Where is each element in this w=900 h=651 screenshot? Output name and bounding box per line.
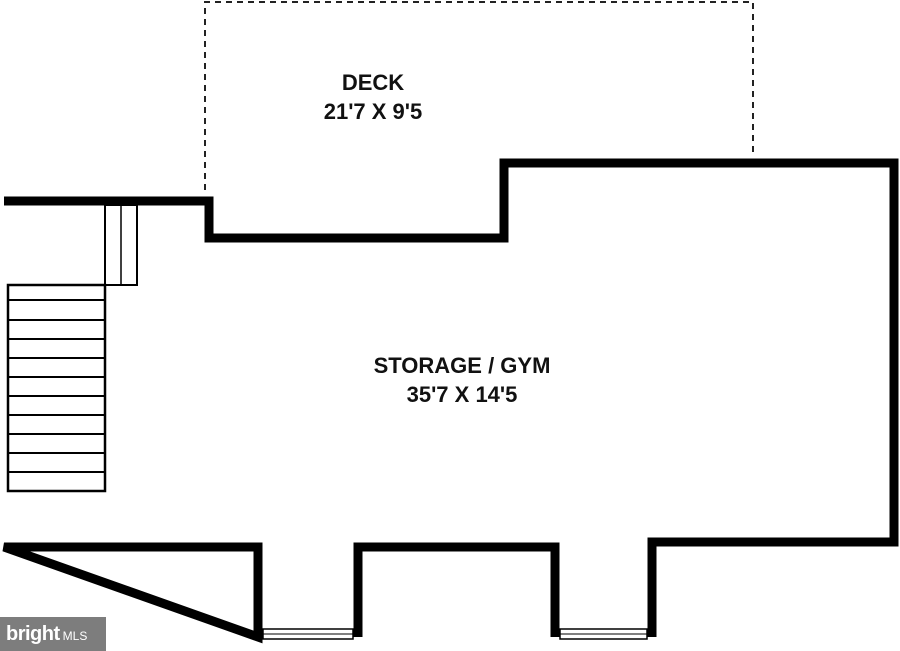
logo-suffix: MLS: [62, 628, 88, 643]
bright-mls-logo: bright MLS: [0, 617, 106, 651]
door-left: [262, 628, 354, 640]
deck-name: DECK: [341, 70, 405, 95]
logo-brand: bright: [6, 622, 60, 645]
deck-label: DECK 21'7 X 9'5: [283, 68, 463, 126]
exterior-walls: [2, 158, 899, 644]
storage-gym-dimensions: 35'7 X 14'5: [406, 382, 518, 407]
deck-outline: [204, 1, 754, 190]
storage-gym-label: STORAGE / GYM 35'7 X 14'5: [312, 351, 612, 409]
deck-dimensions: 21'7 X 9'5: [323, 99, 423, 124]
staircase: [6, 204, 138, 493]
storage-gym-name: STORAGE / GYM: [373, 353, 551, 378]
door-right: [559, 628, 648, 640]
